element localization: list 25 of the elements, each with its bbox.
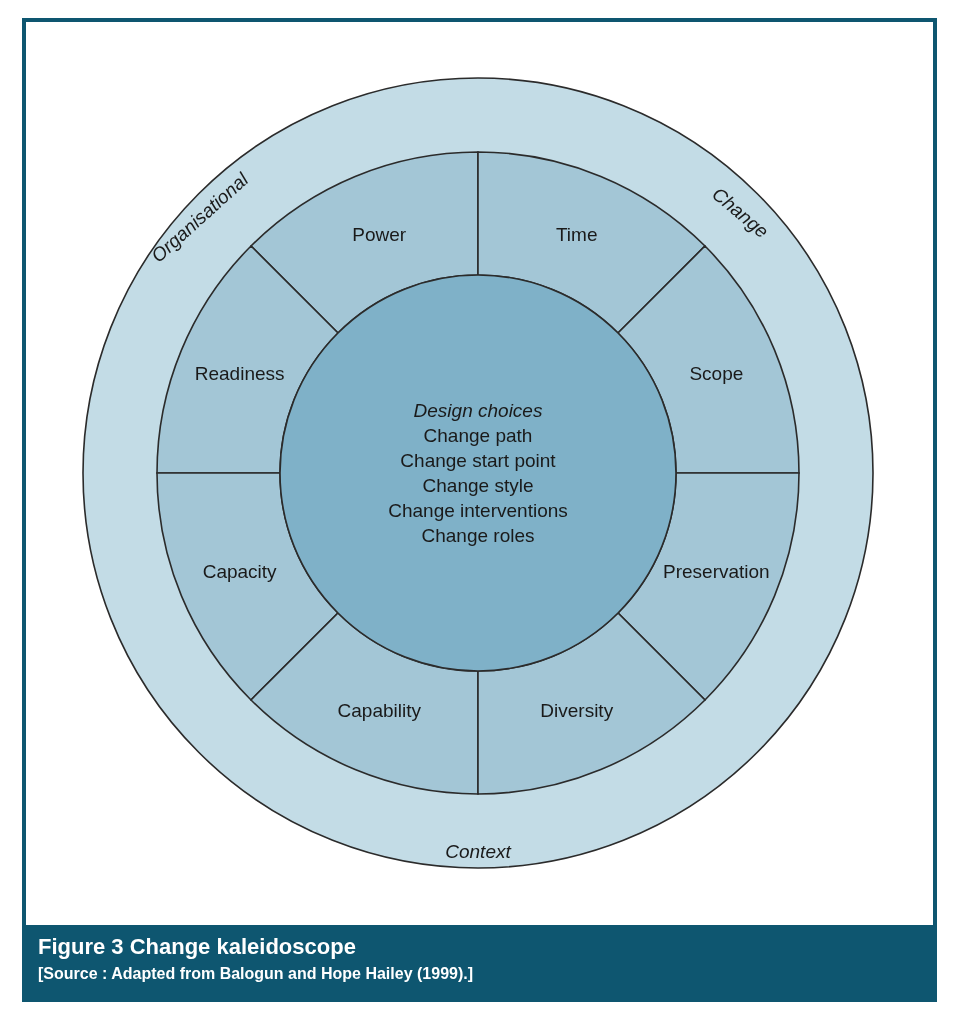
list-item: Change start point	[400, 449, 556, 473]
list-item: Change path	[423, 424, 533, 448]
segment-label: Power	[352, 223, 407, 246]
ring-segment	[477, 612, 706, 795]
segment-label: Scope	[689, 363, 744, 386]
figure-title: Figure 3 Change kaleidoscope	[38, 934, 356, 960]
heading: Design choices	[413, 399, 543, 423]
segment-label: Time	[555, 223, 598, 246]
ring-segment	[250, 151, 479, 334]
list-item: Change interventions	[388, 499, 568, 523]
list-item: Change style	[422, 474, 534, 498]
ring-segment	[617, 245, 800, 474]
segment-label: Capacity	[202, 560, 277, 583]
segment-label: Preservation	[663, 560, 770, 583]
ring-segment	[477, 151, 706, 334]
segment-label: Diversity	[540, 700, 614, 723]
ring-segment	[250, 612, 479, 795]
segment-label: Capability	[337, 700, 421, 723]
segment-label: Readiness	[194, 363, 285, 386]
ring-segment	[617, 472, 800, 701]
source-caption: [Source : Adapted from Balogun and Hope Hailey (1999).]	[38, 965, 474, 983]
ring-label: Context	[445, 841, 511, 863]
list-item: Change roles	[421, 524, 535, 548]
outer-circle	[82, 77, 874, 869]
ring-segment	[156, 472, 339, 701]
